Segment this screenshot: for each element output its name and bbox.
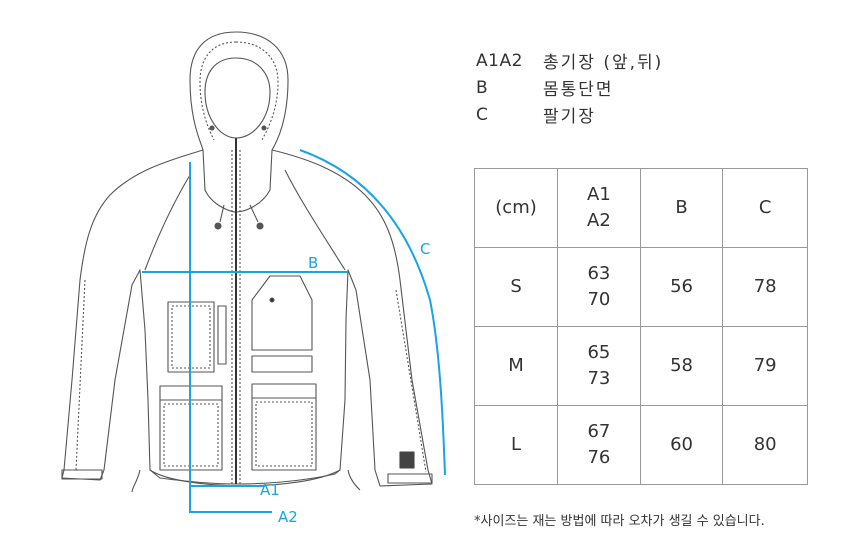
size-note: *사이즈는 재는 방법에 따라 오차가 생길 수 있습니다. xyxy=(474,514,765,529)
table-row: M 65 73 58 79 xyxy=(473,326,808,406)
cell-a2: 73 xyxy=(587,368,611,389)
legend-key: A1A2 xyxy=(476,50,523,71)
legend-row: C 팔기장 xyxy=(476,101,663,128)
measure-c xyxy=(299,149,446,476)
right-cuff xyxy=(387,473,433,484)
legend-key: C xyxy=(476,104,489,125)
legend-row: B 몸통단면 xyxy=(476,74,663,101)
table-header-row: (cm) A1 A2 B C xyxy=(473,168,808,248)
cell-a: 67 76 xyxy=(557,405,641,485)
measure-a1 xyxy=(189,162,265,487)
header-b: B xyxy=(639,168,724,248)
cell-c: 78 xyxy=(722,247,808,327)
header-a2: A2 xyxy=(587,210,611,231)
legend-desc: 팔기장 xyxy=(543,107,596,127)
cell-size: L xyxy=(473,405,559,485)
right-chest-pocket xyxy=(251,275,313,351)
size-table: (cm) A1 A2 B C S 63 70 56 78 M 65 73 58 … xyxy=(473,168,808,485)
cell-b: 60 xyxy=(639,405,724,485)
cell-size: M xyxy=(473,326,559,406)
table-row: S 63 70 56 78 xyxy=(473,247,808,327)
cell-a2: 70 xyxy=(587,289,611,310)
cell-a: 63 70 xyxy=(557,247,641,327)
cell-a1: 63 xyxy=(587,263,611,284)
cell-c: 79 xyxy=(722,326,808,406)
hood-face-opening xyxy=(204,57,271,139)
cell-a2: 76 xyxy=(587,447,611,468)
cell-a: 65 73 xyxy=(557,326,641,406)
cell-b: 58 xyxy=(639,326,724,406)
header-c: C xyxy=(722,168,808,248)
legend-row: A1A2 총기장 (앞,뒤) xyxy=(476,47,663,74)
right-lower-pocket xyxy=(251,383,317,471)
cell-c: 80 xyxy=(722,405,808,485)
label-b: B xyxy=(308,254,318,272)
sleeve-logo-tag xyxy=(399,451,415,469)
label-a1: A1 xyxy=(260,481,280,499)
table-row: L 67 76 60 80 xyxy=(473,405,808,485)
left-cuff xyxy=(61,469,103,480)
legend-key: B xyxy=(476,77,489,98)
header-a: A1 A2 xyxy=(557,168,641,248)
measure-a2 xyxy=(189,486,272,513)
cell-a1: 67 xyxy=(587,421,611,442)
header-a1: A1 xyxy=(587,184,611,205)
jacket-diagram: A1 A2 B C xyxy=(61,31,446,526)
cell-b: 56 xyxy=(639,247,724,327)
header-unit: (cm) xyxy=(473,168,559,248)
cell-size: S xyxy=(473,247,559,327)
cell-a1: 65 xyxy=(587,342,611,363)
legend-desc: 몸통단면 xyxy=(543,80,614,100)
label-c: C xyxy=(420,240,430,258)
label-a2: A2 xyxy=(278,508,298,526)
left-lower-pocket xyxy=(159,385,223,471)
measurement-legend: A1A2 총기장 (앞,뒤) B 몸통단면 C 팔기장 xyxy=(476,47,663,128)
legend-desc: 총기장 (앞,뒤) xyxy=(543,53,664,73)
